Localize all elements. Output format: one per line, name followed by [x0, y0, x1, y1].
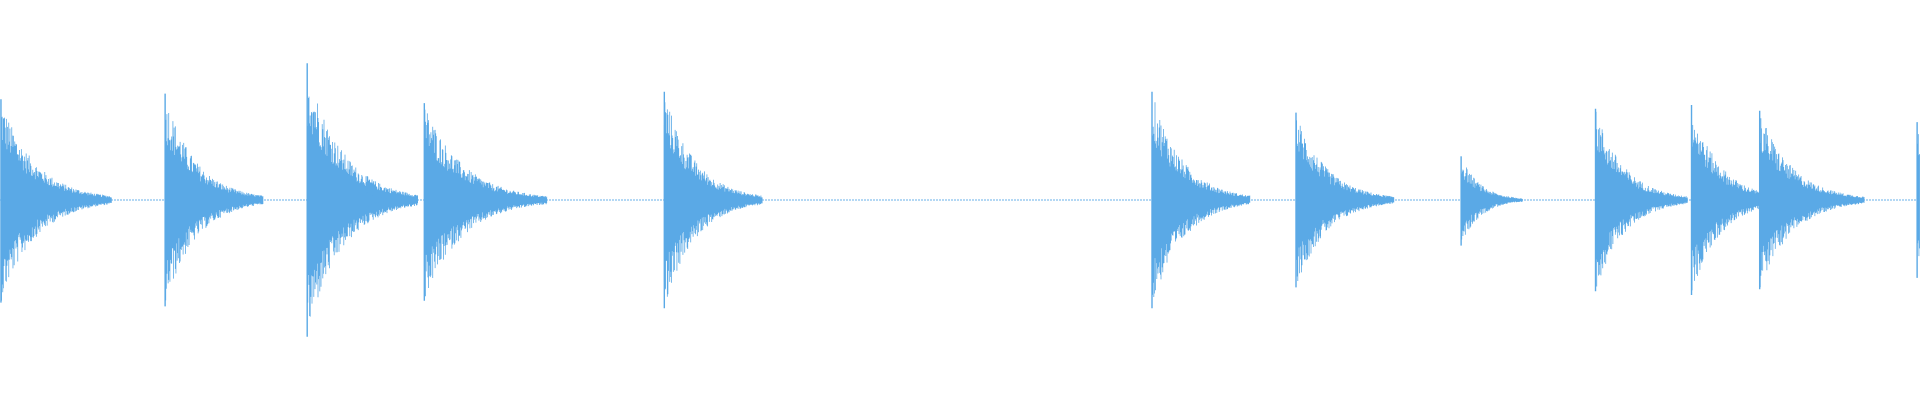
transient-body: [1595, 111, 1688, 287]
transient-body: [1460, 167, 1523, 240]
transient-body: [0, 114, 112, 301]
transient-2: [164, 93, 264, 307]
transient-8: [1214, 196, 1240, 204]
transient-14: [1916, 122, 1920, 278]
waveform-transients: [0, 63, 1920, 337]
transient-body: [306, 69, 418, 317]
transient-9: [1295, 112, 1395, 288]
transient-body: [423, 109, 548, 297]
transient-body: [663, 102, 763, 297]
transient-body: [1759, 118, 1865, 288]
transient-body: [1151, 99, 1251, 297]
transient-body: [164, 101, 264, 301]
transient-13: [1758, 110, 1865, 290]
transient-4: [364, 190, 402, 210]
transient-6: [663, 91, 763, 309]
transient-11: [1594, 108, 1688, 292]
transient-body: [1295, 120, 1395, 282]
transient-1: [0, 99, 112, 303]
transient-5: [423, 103, 548, 301]
transient-10: [1460, 156, 1523, 246]
